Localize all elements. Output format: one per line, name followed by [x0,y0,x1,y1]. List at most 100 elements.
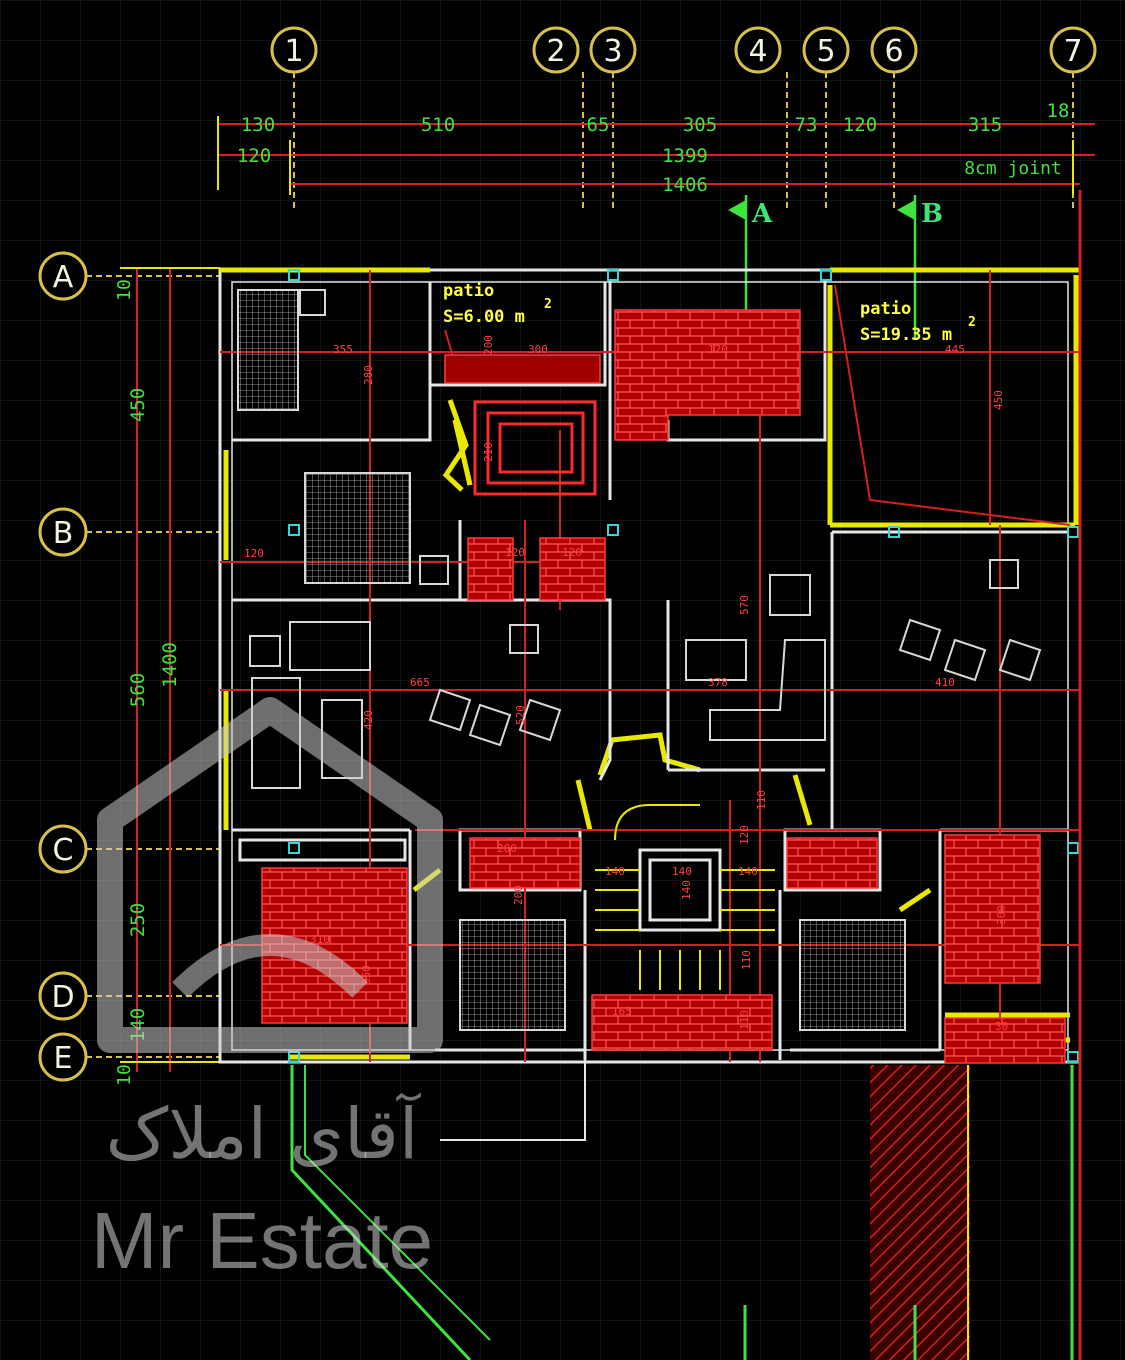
room-dim: 310 [310,933,330,946]
room-dim: 450 [992,390,1005,410]
dim-top-120b: 120 [237,145,271,167]
columns [288,269,1079,1063]
tile-areas [261,309,1066,1064]
dim-left-560: 560 [127,673,149,707]
room-dim: 140 [680,880,693,900]
room-dim: 355 [333,343,353,356]
axis-circle-3 [589,26,637,74]
axis-label-col-1: 1 [284,34,303,69]
house-logo-icon [97,697,443,1053]
room-dim: 200 [482,335,495,355]
room-dim: 520 [514,705,527,725]
bed-bottom-right [799,919,906,1031]
tile-wc-4 [786,837,878,889]
section-label-a: A [751,199,773,229]
room-dim: 200 [497,842,517,855]
interior-walls [232,280,1068,1060]
watermark-english: Mr Estate [91,1196,433,1285]
axis-circle-4 [734,26,782,74]
room-dim: 120 [505,546,525,559]
axis-label-row-a: A [53,260,74,295]
room-dim: 210 [482,442,495,462]
dim-top-1399: 1399 [662,145,708,167]
shaft [473,400,597,496]
tile-stair-landing [591,994,773,1051]
tile-patio-small [444,354,601,384]
room-dim: 300 [528,343,548,356]
patio-large-name: patio [860,299,911,319]
dim-top-1406: 1406 [662,174,708,196]
dim-top-315: 315 [968,114,1002,136]
room-dim: 140 [738,865,758,878]
axis-circle-7 [1049,26,1097,74]
axis-label-col-3: 3 [603,34,622,69]
room-dim: 300 [995,905,1008,925]
room-dim: 445 [945,343,965,356]
patio-large-area: S=19.35 m [860,325,952,345]
room-dim: 120 [244,547,264,560]
axis-circle-5 [802,26,850,74]
row-axis-circles [38,251,88,1082]
axis-circle-1 [270,26,318,74]
room-dim: 140 [672,865,692,878]
tile-wc-2 [539,537,606,601]
yellow-walls [220,267,1080,1060]
watermark-logo [97,697,443,1053]
top-dimension-lines [217,116,1095,195]
patio-small-name: patio [443,281,494,301]
watermark-persian: آقای املاک [106,1092,422,1175]
axis-circle-c [38,824,88,874]
room-dim: 110 [738,1010,751,1030]
dim-left-10b: 10 [114,1064,135,1086]
dim-top-18: 18 [1047,100,1070,122]
room-dim: 410 [935,676,955,689]
patio-small-area: S=6.00 m [443,307,525,327]
furniture-beds [237,289,906,1031]
dim-top-305: 305 [683,114,717,136]
bed-living [304,472,411,584]
tile-wc-3 [469,837,581,889]
axis-circle-b [38,507,88,557]
section-marker-a [728,195,748,330]
bed-bottom-mid [459,919,566,1031]
hatch-driveway [870,1065,970,1360]
dim-left-250: 250 [127,903,149,937]
dim-top-65: 65 [587,114,610,136]
room-dim: 280 [362,365,375,385]
room-dim: 165 [612,1005,632,1018]
section-label-b: B [921,199,943,229]
axis-label-row-e: E [54,1041,73,1076]
room-dim: 665 [410,676,430,689]
left-dimension-lines [120,267,220,1072]
dim-joint-label: 8cm joint [964,158,1062,179]
axis-label-col-7: 7 [1063,34,1082,69]
room-dim: 120 [708,343,728,356]
bed-top-left [237,289,299,411]
axis-circle-6 [870,26,918,74]
room-dim: 30 [995,1020,1008,1033]
site-lines [290,190,1082,1360]
axis-label-col-2: 2 [546,34,565,69]
axis-label-col-5: 5 [816,34,835,69]
dim-top-130: 130 [241,114,275,136]
patio-small-sup: 2 [544,297,552,312]
dim-left-1400: 1400 [159,642,181,688]
dim-top-510: 510 [421,114,455,136]
column-axis-circles [270,26,1097,74]
axis-label-col-4: 4 [748,34,767,69]
room-dim: 120 [738,825,751,845]
room-dim: 570 [738,595,751,615]
furniture-misc [249,289,1042,789]
dim-top-73: 73 [795,114,818,136]
axis-circle-d [38,971,88,1021]
dim-top-120: 120 [843,114,877,136]
room-dim: 200 [512,885,525,905]
dim-left-450: 450 [127,388,149,422]
column-axes [293,72,1074,210]
axis-circle-a [38,251,88,301]
room-dim: 120 [562,546,582,559]
axis-label-row-b: B [53,516,74,551]
tile-bottom-right [944,1017,1066,1064]
stairs [595,804,775,990]
